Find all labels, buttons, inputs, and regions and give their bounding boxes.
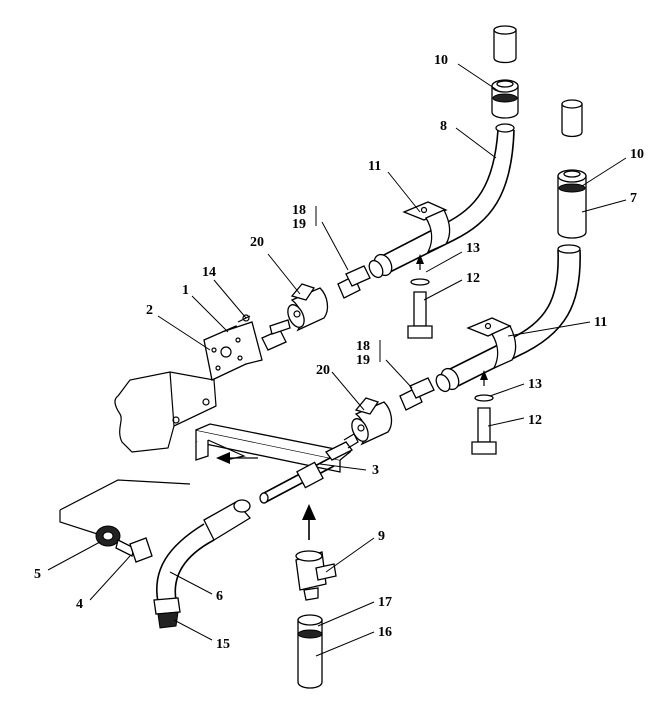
- callout-16: 16: [378, 625, 392, 640]
- fitting-parts-18-19-lower: [399, 377, 435, 411]
- bolt-washer-parts-4-5: [95, 525, 153, 563]
- clamp-part-11-lower: [466, 317, 517, 370]
- callout-labels: 10 8 10 7 11 18 19 13 12 20 14 1 2 11 18…: [34, 53, 644, 652]
- callout-7: 7: [630, 191, 637, 206]
- callout-11-upper: 11: [368, 159, 381, 174]
- hose-part-8: [368, 123, 515, 279]
- callout-18-upper: 18: [292, 203, 306, 218]
- callout-17: 17: [378, 595, 392, 610]
- arrow-left: [216, 452, 258, 464]
- callout-1: 1: [182, 283, 189, 298]
- callout-19-lower: 19: [356, 353, 370, 368]
- callout-6: 6: [216, 589, 223, 604]
- callout-9: 9: [378, 529, 385, 544]
- leader-lines: [47, 63, 627, 657]
- coupler-part-10-right: [557, 99, 587, 239]
- callout-15: 15: [216, 637, 230, 652]
- valve-part-20-upper: [287, 283, 329, 332]
- fitting-parts-18-19-upper: [337, 265, 371, 299]
- callout-11-lower: 11: [594, 315, 607, 330]
- callout-14: 14: [202, 265, 216, 280]
- callout-12-lower: 12: [528, 413, 542, 428]
- callout-4: 4: [76, 597, 83, 612]
- mounting-plate-parts-1-2: [203, 314, 291, 381]
- clamp-part-11-upper: [402, 201, 451, 254]
- callout-20-upper: 20: [250, 235, 264, 250]
- callout-13-upper: 13: [466, 241, 480, 256]
- callout-3: 3: [372, 463, 379, 478]
- bolt-washer-parts-12-13-upper: [407, 254, 433, 339]
- hose-lower: [435, 244, 581, 393]
- callout-8: 8: [440, 119, 447, 134]
- callout-13-lower: 13: [528, 377, 542, 392]
- callout-5: 5: [34, 567, 41, 582]
- callout-18-lower: 18: [356, 339, 370, 354]
- pipe-parts-16-17: [297, 614, 323, 689]
- bolt-washer-parts-12-13-lower: [471, 370, 497, 455]
- callout-12-upper: 12: [466, 271, 480, 286]
- hose-part-6: [153, 499, 251, 629]
- callout-19-upper: 19: [292, 217, 306, 232]
- callout-10-upper: 10: [434, 53, 448, 68]
- cross-member-part-3: [195, 423, 359, 504]
- coupler-part-10-upper: [491, 25, 519, 119]
- valve-part-20-lower: [351, 397, 393, 446]
- callout-2: 2: [146, 303, 153, 318]
- callout-20-lower: 20: [316, 363, 330, 378]
- arrow-up-large: [302, 504, 316, 540]
- drain-valve-part-9: [295, 550, 337, 601]
- frame-outline: [59, 371, 217, 541]
- callout-10-right: 10: [630, 147, 644, 162]
